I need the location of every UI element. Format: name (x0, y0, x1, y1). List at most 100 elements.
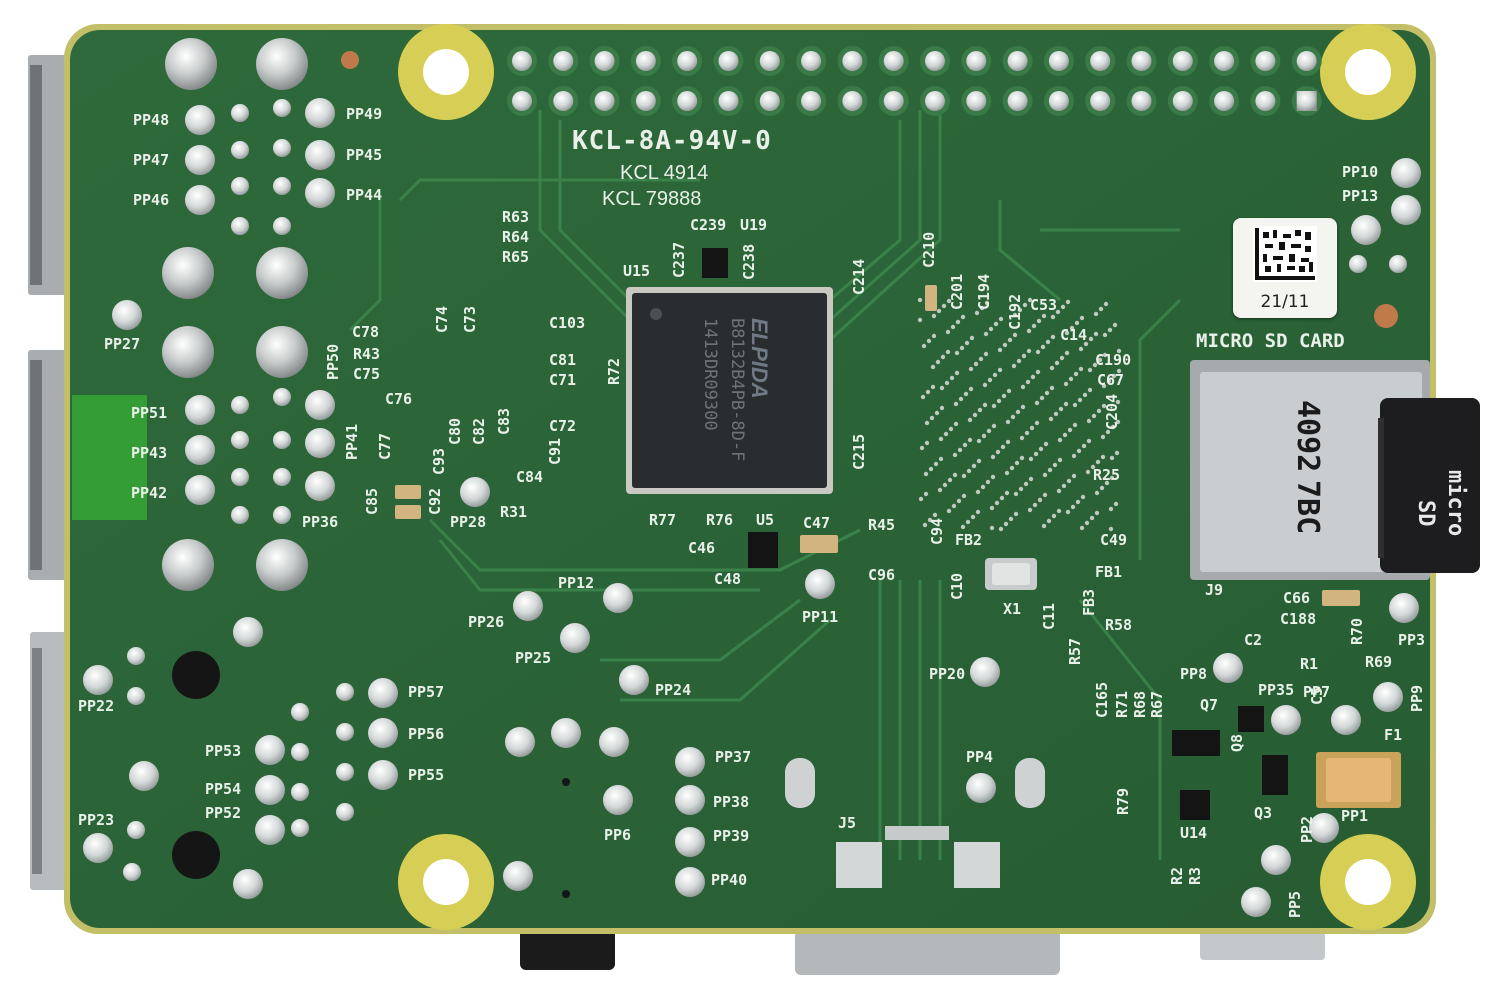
via (1100, 454, 1106, 460)
test-pad (599, 727, 629, 757)
via (1115, 399, 1121, 405)
via (952, 452, 958, 458)
date-sticker: 21/11 (1233, 218, 1337, 318)
silk-label-pp2: PP2 (1298, 815, 1316, 843)
gpio-pin (718, 91, 739, 111)
test-pad (619, 665, 649, 695)
silk-label-r43: R43 (353, 345, 381, 363)
via (1116, 348, 1122, 354)
silk-label-q8: Q8 (1228, 733, 1246, 752)
via (1049, 385, 1055, 391)
via (961, 493, 967, 499)
via (1059, 355, 1065, 361)
test-pad (185, 185, 215, 215)
silk-label-c5: C5 (1308, 686, 1326, 705)
board-code-2: KCL 79888 (602, 188, 702, 210)
silk-label-x1: X1 (1003, 600, 1022, 618)
test-pad (185, 475, 215, 505)
via (1016, 358, 1022, 364)
silk-label-pp50: PP50 (324, 343, 342, 380)
via (992, 372, 998, 378)
via (1108, 526, 1114, 532)
via (952, 472, 958, 478)
via (924, 420, 930, 426)
gpio-pin (925, 51, 945, 71)
via (1027, 297, 1033, 303)
test-pad (551, 718, 581, 748)
via (1012, 312, 1018, 318)
via-pad (1349, 255, 1367, 273)
sd-card-brand: micro (1443, 470, 1468, 537)
via (998, 526, 1004, 532)
via-pad (231, 431, 249, 449)
test-pad (970, 657, 1000, 687)
via (1086, 418, 1092, 424)
via (1104, 480, 1110, 486)
via (1079, 525, 1085, 531)
via (1064, 330, 1070, 336)
via (986, 428, 992, 434)
test-pad (1351, 215, 1381, 245)
test-pad (255, 775, 285, 805)
via (974, 310, 980, 316)
via (1106, 378, 1112, 384)
test-pad (675, 867, 705, 897)
via (996, 398, 1002, 404)
silk-label-c237: C237 (670, 241, 688, 278)
via (1019, 435, 1025, 441)
via (1090, 464, 1096, 470)
via (941, 303, 947, 309)
via (1056, 508, 1062, 514)
silk-label-r31: R31 (500, 503, 528, 521)
via (1063, 381, 1069, 387)
via-pad (231, 506, 249, 524)
silk-label-pp3: PP3 (1398, 631, 1426, 649)
test-pad (233, 869, 263, 899)
via (1095, 459, 1101, 465)
via (1041, 313, 1047, 319)
silk-label-c239: C239 (690, 216, 727, 234)
via (1081, 443, 1087, 449)
silk-label-c72: C72 (549, 417, 577, 435)
via-pad (1389, 255, 1407, 273)
test-pad (675, 747, 705, 777)
silk-label-c14: C14 (1060, 326, 1088, 344)
via (991, 423, 997, 429)
gpio-pin (1172, 51, 1193, 71)
silk-label-c11: C11 (1040, 602, 1058, 630)
test-pad (112, 300, 142, 330)
sd-card-serial-2: 7BC (1290, 480, 1325, 535)
via (1036, 318, 1042, 324)
via (1102, 332, 1108, 338)
silk-label-r63: R63 (502, 208, 530, 226)
via (1050, 314, 1056, 320)
test-pad (503, 861, 533, 891)
via (997, 367, 1003, 373)
silk-label-r67: R67 (1148, 690, 1166, 718)
via (1028, 476, 1034, 482)
via (1031, 323, 1037, 329)
test-pad (603, 583, 633, 613)
via (946, 298, 952, 304)
via (946, 508, 952, 514)
via (1114, 450, 1120, 456)
silk-label-pp37: PP37 (715, 748, 752, 766)
via (1035, 349, 1041, 355)
via (939, 385, 945, 391)
test-pad (185, 105, 215, 135)
via (1002, 342, 1008, 348)
via (1053, 411, 1059, 417)
silk-label-pp42: PP42 (131, 484, 168, 502)
via (961, 473, 967, 479)
via (1013, 511, 1019, 517)
via (926, 338, 932, 344)
via (960, 314, 966, 320)
gpio-pin (759, 91, 780, 111)
via-pad (231, 217, 249, 235)
via (981, 433, 987, 439)
silk-label-r68: R68 (1131, 690, 1149, 718)
silk-label-pp13: PP13 (1342, 187, 1379, 205)
silk-label-q3: Q3 (1254, 804, 1273, 822)
via (934, 410, 940, 416)
